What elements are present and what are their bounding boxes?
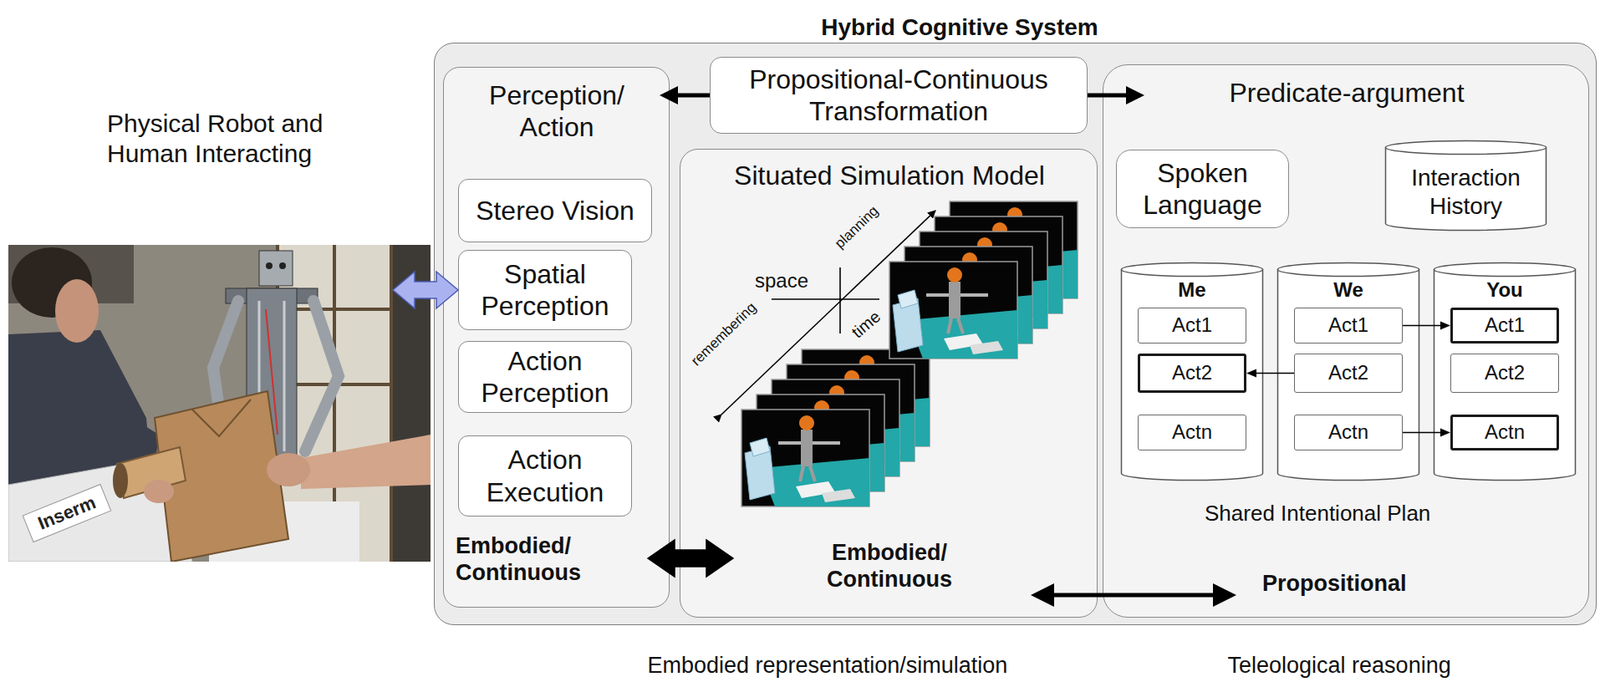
panel-tag: Embodied/ Continuous	[455, 532, 623, 587]
photo-sticker	[22, 484, 111, 543]
panel-title: Perception/ Action	[464, 79, 649, 144]
panel-tag: Propositional	[1262, 570, 1430, 597]
process-box: Action Execution	[458, 435, 632, 517]
datastore-cylinder: Interaction History	[1384, 139, 1548, 232]
node-label: Stereo Vision	[475, 194, 635, 227]
photo-wall	[8, 244, 431, 562]
process-box: Action Perception	[458, 341, 632, 413]
action-box: Act2	[1137, 353, 1247, 393]
photo-panel: Physical Robot and Human Interacting	[8, 104, 431, 562]
module-panel: Situated Simulation ModelEmbodied/ Conti…	[679, 148, 1098, 618]
robot-photo	[8, 104, 431, 562]
system-frame: Hybrid Cognitive SystemPerception/ Actio…	[433, 42, 1597, 626]
node-label: Actn	[1171, 420, 1213, 445]
module-panel: Perception/ ActionEmbodied/ Continuous St…	[443, 66, 670, 608]
node-label: Act2	[1171, 361, 1213, 386]
action-box: Act1	[1137, 307, 1247, 344]
photo-hand	[266, 453, 311, 487]
action-box: Actn	[1137, 414, 1247, 451]
panel-title: Physical Robot and Human Interacting	[107, 108, 375, 169]
panel-title: Situated Simulation Model	[722, 159, 1057, 192]
panel-title: Predicate-argument	[1208, 76, 1485, 109]
node-label: Act1	[1171, 313, 1213, 338]
text-label: Shared Intentional Plan	[1204, 500, 1431, 527]
node-label: Interaction History	[1389, 163, 1543, 220]
node-label: Actn	[1328, 420, 1369, 445]
panel-tag: Embodied/ Continuous	[797, 539, 982, 594]
photo-dark-edge	[392, 244, 431, 562]
panel-title: Me	[1120, 278, 1264, 303]
action-box: Act2	[1450, 353, 1560, 393]
process-box: Spatial Perception	[458, 249, 632, 331]
node-label: Act2	[1328, 361, 1369, 386]
panel-title: Hybrid Cognitive System	[708, 13, 1211, 42]
agent-cylinder: MeAct1Act2Actn	[1120, 261, 1264, 482]
node-label: Spoken Language	[1121, 157, 1284, 222]
action-box: Actn	[1450, 414, 1560, 451]
node-label: Action Perception	[463, 345, 627, 410]
panel-title: You	[1432, 278, 1577, 303]
node-label: Act1	[1484, 313, 1525, 338]
process-box: Spoken Language	[1115, 149, 1290, 229]
text-label: Embodied representation/simulation	[647, 652, 1009, 679]
panel-title: We	[1276, 278, 1421, 303]
process-box: Propositional-Continuous Transformation	[709, 56, 1088, 134]
action-box: Actn	[1294, 414, 1403, 451]
node-label: Propositional-Continuous Transformation	[715, 63, 1082, 128]
module-panel: Predicate-argumentPropositional Spoken La…	[1102, 64, 1590, 618]
action-box: Act2	[1294, 353, 1403, 393]
agent-cylinder: YouAct1Act2Actn	[1432, 261, 1577, 482]
node-label: Act2	[1484, 361, 1525, 386]
text-label: space	[754, 269, 809, 294]
text-label: Teleological reasoning	[1228, 652, 1452, 679]
photo-arm	[300, 434, 431, 490]
process-box: Stereo Vision	[458, 178, 653, 243]
node-label: Act1	[1328, 313, 1369, 338]
action-box: Act1	[1294, 307, 1403, 344]
node-label: Actn	[1484, 420, 1525, 445]
node-label: Spatial Perception	[463, 258, 627, 323]
cardboard-box	[112, 391, 289, 562]
node-label: Action Execution	[463, 443, 627, 509]
planned-frames	[889, 201, 1078, 359]
remembered-frames	[741, 349, 930, 507]
agent-cylinder: WeAct1Act2Actn	[1276, 261, 1421, 482]
photo-hand	[143, 479, 174, 504]
action-box: Act1	[1450, 307, 1560, 344]
